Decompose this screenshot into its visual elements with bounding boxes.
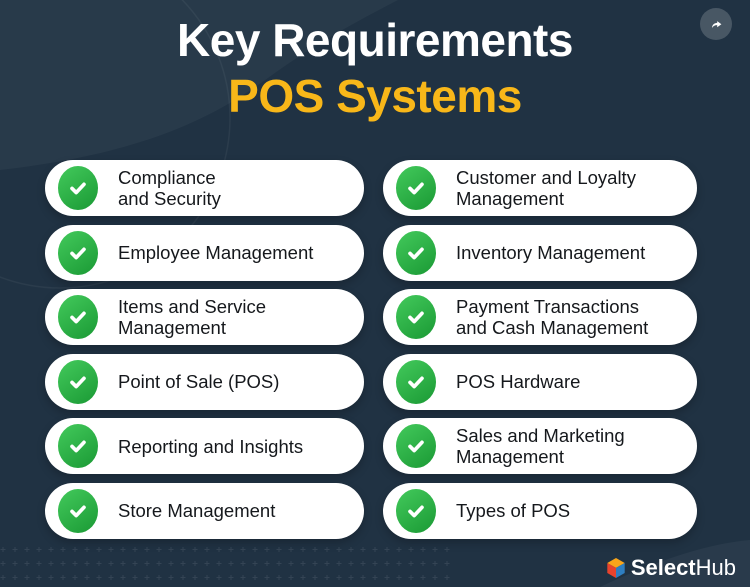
requirement-label: Items and Service Management (118, 295, 267, 339)
checkmark-icon (396, 424, 436, 469)
requirement-label: Types of POS (456, 500, 571, 522)
requirement-label: Sales and Marketing Management (456, 424, 625, 468)
share-button[interactable] (700, 8, 732, 40)
brand-name-light: Hub (695, 555, 736, 580)
requirement-card: Sales and Marketing Management (383, 418, 697, 475)
brand-name-bold: Select (630, 555, 696, 580)
checkmark-icon (396, 230, 436, 275)
requirement-label: Inventory Management (456, 241, 646, 263)
requirement-card: Employee Management (45, 224, 364, 281)
checkmark-icon (396, 295, 436, 340)
header: Key Requirements POS Systems (0, 12, 750, 124)
requirement-label: Employee Management (118, 241, 314, 263)
requirement-card: Inventory Management (383, 224, 697, 281)
requirement-card: Customer and Loyalty Management (383, 160, 697, 216)
requirement-card: Reporting and Insights (45, 418, 364, 475)
brand-logo[interactable]: SelectHub (607, 557, 736, 579)
checkmark-icon (58, 295, 98, 340)
requirement-card: Items and Service Management (45, 289, 364, 346)
checkmark-icon (58, 424, 98, 469)
page-subtitle: POS Systems (228, 70, 522, 122)
requirement-card: Compliance and Security (45, 160, 364, 216)
requirement-label: Customer and Loyalty Management (456, 166, 636, 210)
checkmark-icon (58, 488, 98, 533)
checkmark-icon (58, 230, 98, 275)
requirement-card: Store Management (45, 482, 364, 539)
requirement-label: Reporting and Insights (118, 435, 304, 457)
requirement-label: Payment Transactions and Cash Management (456, 295, 649, 339)
dot-grid-decoration (0, 547, 452, 587)
checkmark-icon (396, 359, 436, 404)
requirement-card: Types of POS (383, 482, 697, 539)
requirement-label: Compliance and Security (118, 166, 221, 210)
selecthub-cube-icon (607, 558, 625, 578)
brand-name: SelectHub (631, 557, 736, 579)
checkmark-icon (396, 488, 436, 533)
requirement-card: POS Hardware (383, 353, 697, 410)
requirements-grid: Compliance and Security Customer and Loy… (45, 160, 697, 539)
checkmark-icon (58, 359, 98, 404)
page-title: Key Requirements (177, 14, 573, 66)
requirement-card: Point of Sale (POS) (45, 353, 364, 410)
requirement-label: Store Management (118, 500, 276, 522)
checkmark-icon (58, 166, 98, 210)
checkmark-icon (396, 166, 436, 210)
requirement-label: Point of Sale (POS) (118, 371, 280, 393)
share-arrow-icon (707, 15, 725, 33)
requirement-label: POS Hardware (456, 371, 581, 393)
requirement-card: Payment Transactions and Cash Management (383, 289, 697, 346)
